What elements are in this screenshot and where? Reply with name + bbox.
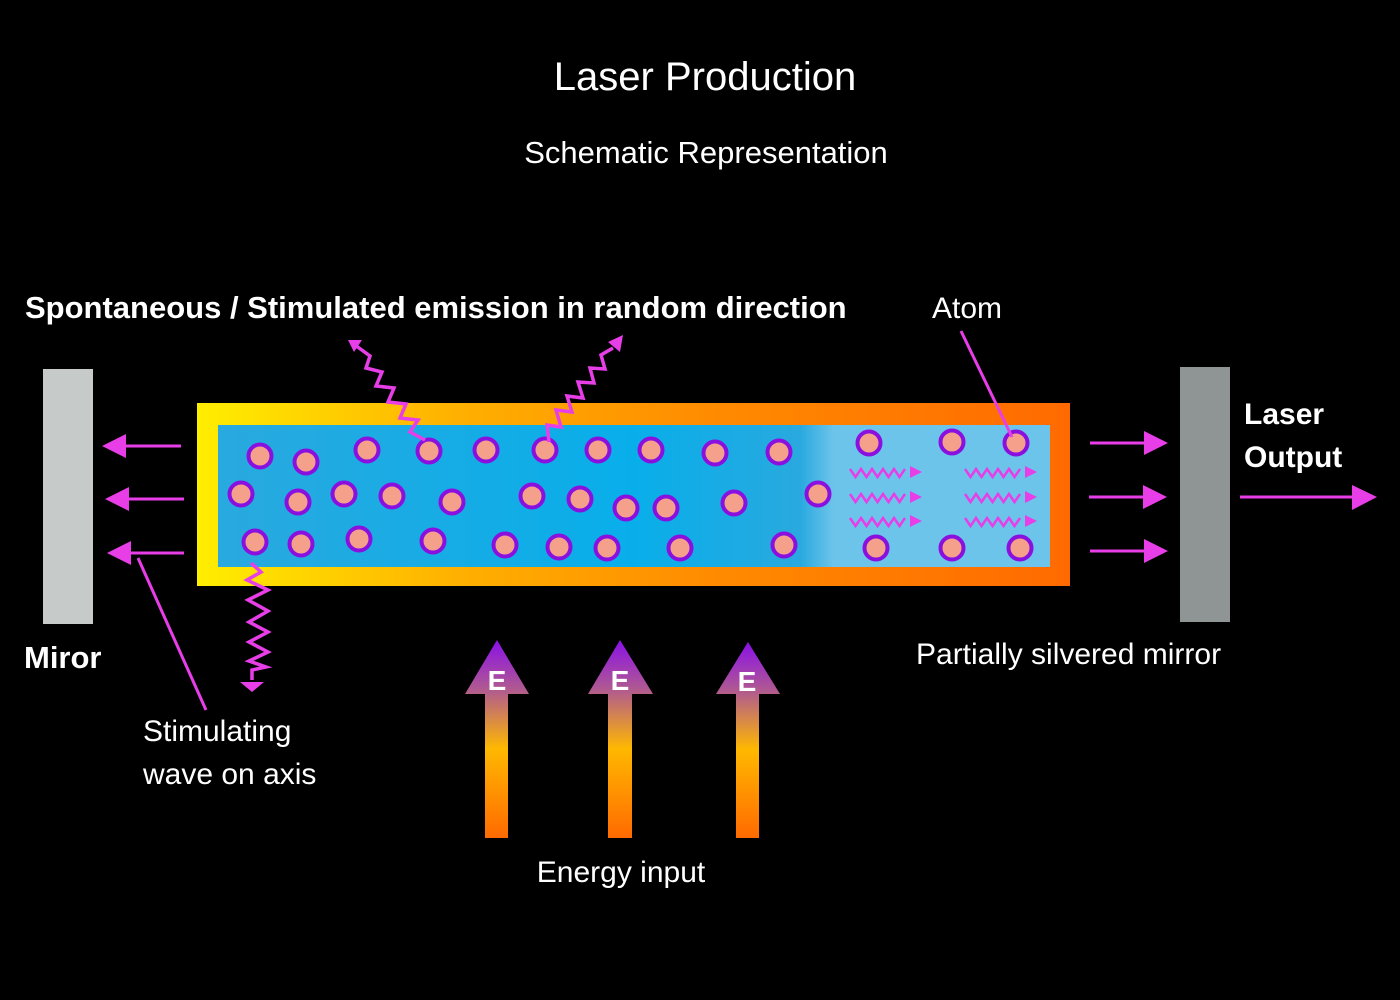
atom	[419, 527, 447, 555]
atom	[227, 480, 255, 508]
energy-symbol-1: E	[488, 665, 507, 696]
atom	[855, 429, 883, 457]
energy-arrow-2-shape	[588, 640, 653, 838]
left-arrow-2-head	[105, 487, 129, 511]
stimulated-photon-arrowhead	[1025, 515, 1037, 527]
atom	[472, 436, 500, 464]
energy-symbol-2: E	[611, 665, 630, 696]
atom	[938, 428, 966, 456]
atom	[720, 489, 748, 517]
atom	[566, 485, 594, 513]
mirror-label: Miror	[24, 640, 102, 675]
atom	[415, 437, 443, 465]
stimulated-photons-group	[848, 466, 1037, 529]
atom	[584, 436, 612, 464]
atom	[701, 439, 729, 467]
partially-silvered-mirror	[1180, 367, 1230, 622]
stimulated-photon-arrowhead	[1025, 466, 1037, 478]
left-arrow-3-head	[107, 541, 131, 565]
atom	[637, 436, 665, 464]
energy-arrow-3-shape	[716, 642, 780, 838]
atom	[765, 438, 793, 466]
atom	[491, 531, 519, 559]
atoms-group	[227, 428, 1034, 562]
diagram-subtitle: Schematic Representation	[524, 135, 888, 170]
atom	[804, 480, 832, 508]
diagram-title: Laser Production	[554, 55, 856, 99]
emission-photon-3	[243, 561, 273, 680]
atom	[666, 534, 694, 562]
atom	[330, 480, 358, 508]
stimulated-photon	[963, 491, 1022, 505]
stimulated-photon-arrowhead	[1025, 491, 1037, 503]
atom	[284, 488, 312, 516]
right-arrow-3-head	[1144, 539, 1168, 563]
atom	[652, 494, 680, 522]
laser-output-arrow-head	[1352, 485, 1377, 510]
emission-photon-3-arrowhead	[240, 682, 264, 692]
laser-output-label-line2: Output	[1244, 441, 1342, 474]
atom	[862, 534, 890, 562]
atom	[612, 494, 640, 522]
reflected-wave-arrows-left	[102, 434, 184, 565]
atom	[353, 436, 381, 464]
atom	[292, 448, 320, 476]
energy-input-label: Energy input	[537, 856, 706, 889]
atom	[593, 534, 621, 562]
energy-arrow-3: E	[716, 642, 780, 838]
atom-pointer	[959, 330, 1014, 438]
energy-symbol-3: E	[738, 666, 757, 697]
stimulated-photon	[848, 466, 907, 480]
stimulated-photon	[848, 515, 907, 529]
energy-arrow-2: E	[588, 640, 653, 838]
energy-arrow-1-shape	[465, 640, 529, 838]
atom	[545, 533, 573, 561]
stimulated-photon	[963, 466, 1022, 480]
emission-photon-1	[353, 343, 426, 442]
energy-input-arrows: E E E	[465, 640, 780, 838]
left-arrow-1-head	[102, 434, 126, 458]
stimulating-wave-label-line2: wave on axis	[142, 758, 316, 791]
atom	[345, 525, 373, 553]
atom	[438, 488, 466, 516]
right-arrow-1-head	[1144, 431, 1168, 455]
atom	[287, 530, 315, 558]
emission-photon-2-arrowhead	[608, 335, 623, 352]
stimulated-photon	[963, 515, 1022, 529]
atom	[1006, 534, 1034, 562]
atom	[770, 531, 798, 559]
atom	[246, 442, 274, 470]
atom	[1002, 429, 1030, 457]
atom	[938, 534, 966, 562]
stimulated-photon-arrowhead	[910, 491, 922, 503]
energy-arrow-1: E	[465, 640, 529, 838]
emission-photon-2	[544, 346, 614, 443]
transmitted-wave-arrows-right	[1089, 431, 1168, 563]
atom	[241, 528, 269, 556]
stimulated-photon	[848, 491, 907, 505]
stimulating-wave-pointer	[136, 557, 208, 711]
atom-label: Atom	[932, 292, 1002, 325]
right-arrow-2-head	[1143, 485, 1167, 509]
emission-photon-1-arrowhead	[348, 340, 362, 352]
emission-label: Spontaneous / Stimulated emission in ran…	[25, 290, 847, 325]
atom	[531, 436, 559, 464]
atom	[518, 482, 546, 510]
stimulated-photon-arrowhead	[910, 466, 922, 478]
partial-mirror-label: Partially silvered mirror	[916, 638, 1221, 671]
laser-output-label-line1: Laser	[1244, 398, 1324, 431]
stimulated-photon-arrowhead	[910, 515, 922, 527]
full-mirror	[43, 369, 93, 624]
atom	[378, 482, 406, 510]
stimulating-wave-label-line1: Stimulating	[143, 715, 291, 748]
